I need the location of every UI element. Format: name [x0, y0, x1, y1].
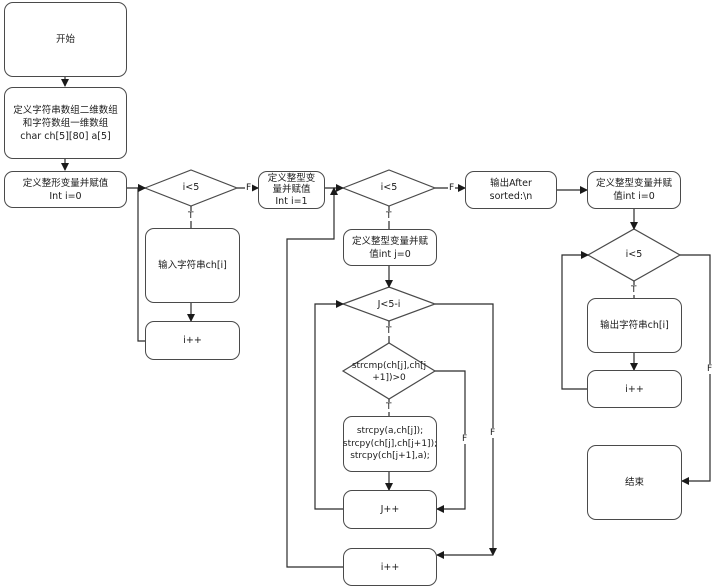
swap-node: strcpy(a,ch[j]); strcpy(ch[j],ch[j+1]); … [343, 416, 437, 472]
edge-label-false: F [461, 434, 469, 444]
edge-label-false: F [448, 183, 456, 193]
cond-input-label: i<5 [182, 182, 200, 193]
start-node: 开始 [4, 2, 127, 77]
define-arrays-node: 定义字符串数组二维数组 和字符数组一维数组 char ch[5][80] a[5… [4, 87, 127, 159]
cond-outer-label: i<5 [380, 182, 398, 193]
edge-label-true: T [385, 402, 393, 412]
edge-label-true: T [630, 285, 638, 295]
edge-label-false: F [245, 183, 253, 193]
increment-i-output-node: i++ [587, 370, 682, 408]
edge-label-true: T [187, 211, 195, 221]
increment-i-input-node: i++ [145, 321, 240, 360]
edge-label-false: F [706, 364, 714, 374]
define-i1-node: 定义整型变 量并赋值 Int i=1 [258, 171, 325, 209]
edge-label-false: F [489, 428, 497, 438]
print-header-node: 输出After sorted:\n [465, 171, 557, 209]
cond-cmp-label: strcmp(ch[j],ch[j +1])>0 [351, 361, 427, 383]
cond-inner-label: J<5-i [377, 299, 401, 310]
define-i0-output-node: 定义整型变量并赋 值int i=0 [587, 171, 681, 209]
increment-i-outer-node: i++ [343, 548, 437, 586]
define-j0-node: 定义整型变量并赋 值int j=0 [343, 229, 437, 266]
edge-label-true: T [385, 211, 393, 221]
end-node: 结束 [587, 445, 682, 520]
input-string-node: 输入字符串ch[i] [145, 228, 240, 303]
increment-j-node: J++ [343, 490, 437, 529]
cond-output-label: i<5 [625, 249, 643, 260]
edge-label-true: T [385, 326, 393, 336]
output-string-node: 输出字符串ch[i] [587, 298, 682, 353]
define-i0-node: 定义整形变量并赋值 Int i=0 [4, 171, 127, 208]
